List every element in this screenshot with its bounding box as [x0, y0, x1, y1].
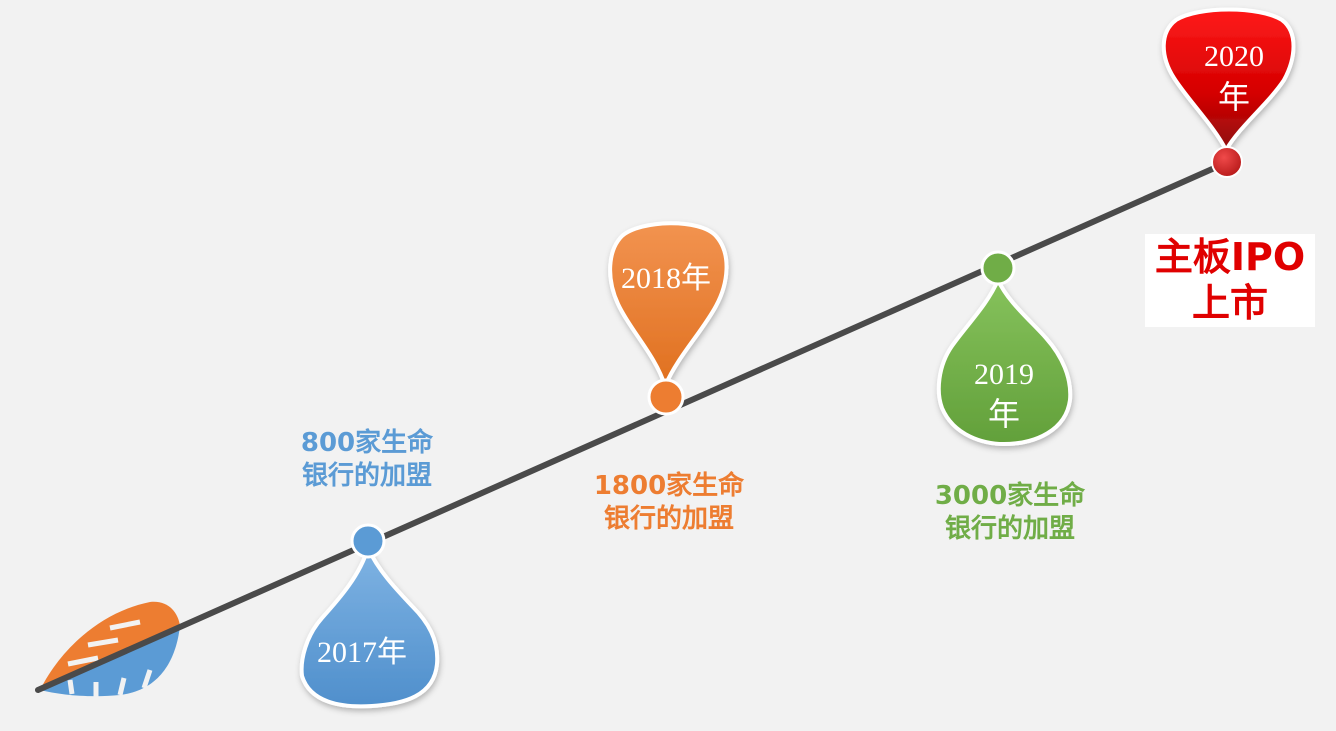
node-dot-2019	[980, 250, 1016, 286]
milestone-2019-desc-line1: 3000家生命	[934, 481, 1086, 511]
pin-2019: 2019 年	[936, 250, 1073, 447]
pin-2019-label-year: 2019	[974, 358, 1034, 391]
milestone-2020-desc-line1: 主板IPO	[1154, 235, 1306, 279]
pin-2017-label: 2017年	[317, 636, 407, 669]
pin-2020-label-unit: 年	[1218, 79, 1250, 115]
timeline-line	[35, 159, 1231, 693]
milestone-2019-desc-line2: 银行的加盟	[944, 513, 1075, 544]
milestone-2019-description: 3000家生命 银行的加盟	[910, 480, 1110, 545]
pin-2017: 2017年	[299, 523, 440, 709]
milestone-2020-desc-line2: 上市	[1191, 281, 1268, 326]
node-dot-2017	[350, 523, 386, 559]
milestone-2020-description: 主板IPO 上市	[1145, 234, 1315, 327]
node-dot-2020	[1211, 146, 1243, 178]
node-dot-2018	[647, 378, 685, 416]
milestone-2018-desc-line2: 银行的加盟	[603, 503, 734, 534]
pin-2019-label-unit: 年	[988, 396, 1020, 432]
pin-2020-label-year: 2020	[1204, 40, 1264, 73]
milestone-2017-desc-line1: 800家生命	[300, 428, 434, 458]
pin-2018: 2018年	[608, 221, 729, 416]
milestone-2017-description: 800家生命 银行的加盟	[272, 427, 462, 492]
milestone-2018-desc-line1: 1800家生命	[593, 471, 745, 501]
pin-2020: 2020 年	[1161, 7, 1296, 178]
milestone-2018-description: 1800家生命 银行的加盟	[570, 470, 768, 535]
pin-2018-label: 2018年	[621, 262, 711, 295]
milestone-2017-desc-line2: 银行的加盟	[301, 460, 432, 491]
